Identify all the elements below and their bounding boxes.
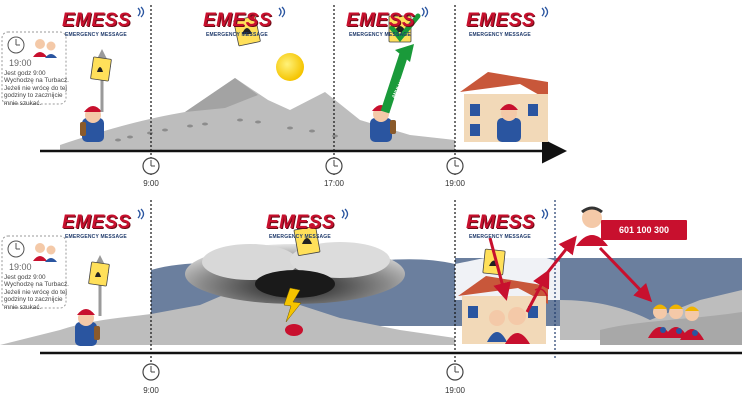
emess-logo: EMESS EMERGENCY MESSAGE [466, 6, 552, 42]
hiker-icon [370, 105, 396, 142]
checkmark-icon [389, 13, 421, 42]
letter-icon [88, 261, 110, 287]
signal-icon [541, 6, 549, 18]
scenario-top [1, 5, 567, 175]
signal-icon [137, 208, 145, 220]
rescuer-icon [648, 304, 704, 340]
emess-logo: EMESS EMERGENCY MESSAGE [346, 6, 432, 42]
emess-logo: EMESS EMERGENCY MESSAGE [62, 6, 148, 42]
logo-word: EMESS [203, 10, 273, 31]
clock-icon [325, 157, 343, 175]
bell-icon [293, 223, 321, 256]
house-icon [458, 276, 548, 344]
signal-icon [541, 208, 549, 220]
emess-logo: EMESS EMERGENCY MESSAGE [203, 6, 289, 42]
signal-icon [341, 208, 349, 220]
logo-word: EMESS [466, 10, 536, 31]
logo-word: EMESS [62, 10, 132, 31]
clock-icon [142, 157, 160, 175]
scenario-bottom [0, 200, 742, 381]
clock-icon [446, 157, 464, 175]
logo-subtitle: EMERGENCY MESSAGE [349, 32, 411, 38]
clock-icon [446, 363, 464, 381]
letter-icon [90, 56, 112, 82]
logo-word: EMESS [266, 212, 336, 233]
phone-number: 601 100 300 [601, 220, 687, 240]
bubble-time: 19:00 [9, 58, 32, 68]
hiker-icon [75, 309, 100, 346]
departure-note: Jest godz 9:00 Wychodzę na Turbacz. Jeże… [4, 70, 69, 107]
lightning-icon [283, 287, 302, 323]
timeline-time: 19:00 [444, 386, 466, 395]
family-icon [33, 243, 57, 262]
logo-word: EMESS [62, 212, 132, 233]
bubble-time: 19:00 [9, 262, 32, 272]
clock-icon [7, 240, 25, 258]
logo-subtitle: EMERGENCY MESSAGE [65, 32, 127, 38]
signal-icon [137, 6, 145, 18]
timeline-time: 9:00 [143, 386, 159, 395]
logo-subtitle: EMERGENCY MESSAGE [469, 32, 531, 38]
dispatcher-icon [576, 206, 608, 246]
family-icon [487, 307, 530, 344]
hiker-icon [80, 106, 104, 142]
timeline-time: 19:00 [444, 179, 466, 188]
family-icon [33, 39, 57, 58]
timeline-time: 17:00 [323, 179, 345, 188]
clock-icon [142, 363, 160, 381]
sun-icon [276, 53, 304, 81]
logo-word: EMESS [466, 212, 536, 233]
emess-logo: EMESS EMERGENCY MESSAGE [466, 208, 552, 244]
logo-subtitle: EMERGENCY MESSAGE [65, 234, 127, 240]
clock-icon [7, 36, 25, 54]
hiker-icon [497, 104, 521, 142]
signal-icon [278, 6, 286, 18]
logo-subtitle: EMERGENCY MESSAGE [269, 234, 331, 240]
emess-logo: EMESS EMERGENCY MESSAGE [62, 208, 148, 244]
logo-subtitle: EMERGENCY MESSAGE [206, 32, 268, 38]
bell-icon [233, 13, 261, 47]
footprints [115, 118, 338, 142]
mountain-range [60, 78, 455, 150]
timeline-time: 9:00 [143, 179, 159, 188]
logo-subtitle: EMERGENCY MESSAGE [469, 234, 531, 240]
departure-note: Jest godz 9:00 Wychodzę na Turbacz. Jeże… [4, 274, 69, 311]
logo-word: EMESS [346, 10, 416, 31]
signal-icon [421, 6, 429, 18]
emess-logo: EMESS EMERGENCY MESSAGE [266, 208, 352, 244]
